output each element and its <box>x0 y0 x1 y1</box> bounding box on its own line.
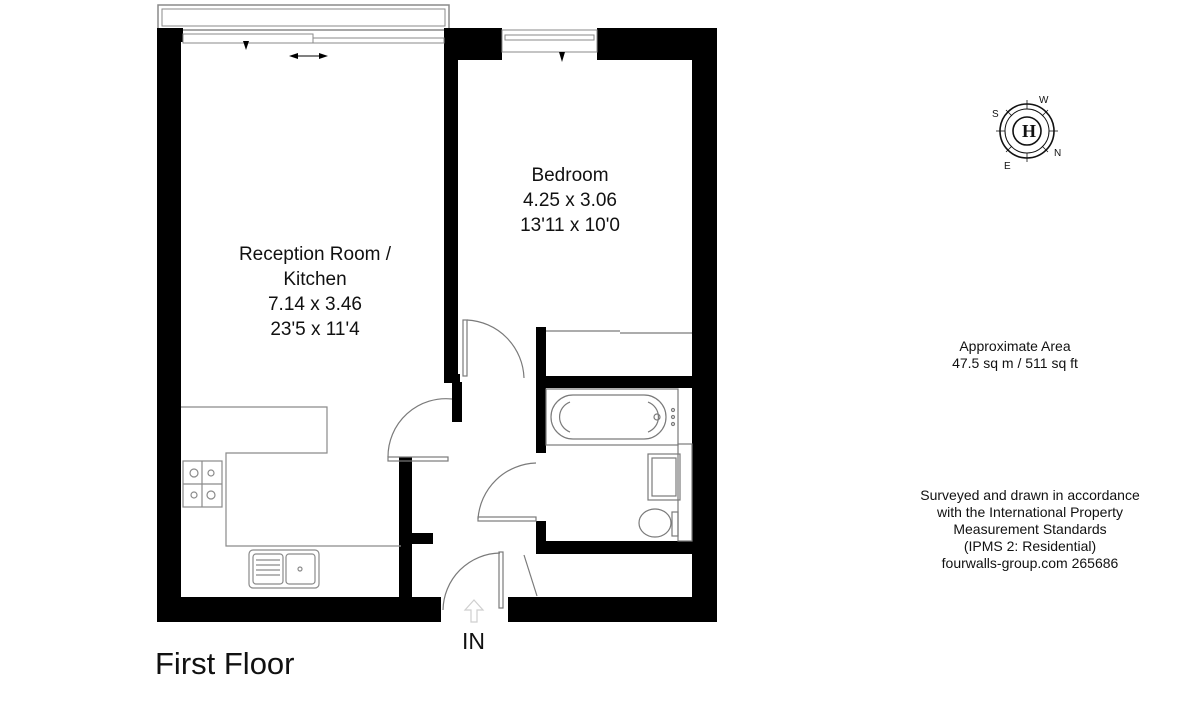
balcony-outline <box>157 4 450 31</box>
area-title: Approximate Area <box>959 338 1071 354</box>
svg-text:E: E <box>1004 161 1011 172</box>
svg-text:W: W <box>1039 95 1049 106</box>
svg-text:N: N <box>1054 148 1061 159</box>
room-name-line2: Kitchen <box>283 269 347 290</box>
bathroom-fixtures <box>545 388 693 542</box>
windows <box>182 29 598 53</box>
svg-text:S: S <box>992 109 999 120</box>
survey-note: Surveyed and drawn in accordance with th… <box>920 487 1140 571</box>
area-value: 47.5 sq m / 511 sq ft <box>952 355 1078 371</box>
entrance-label: IN <box>462 628 485 654</box>
area-summary: Approximate Area 47.5 sq m / 511 sq ft <box>920 338 1110 372</box>
room-name: Bedroom <box>531 165 609 186</box>
room-label-reception: Reception Room / Kitchen 7.14 x 3.46 23'… <box>200 242 430 342</box>
room-metric: 4.25 x 3.06 <box>522 190 618 211</box>
room-name-line1: Reception Room / <box>238 244 392 265</box>
doors <box>387 319 692 611</box>
kitchen-counter <box>181 406 401 589</box>
entrance-arrow-icon <box>463 599 485 623</box>
room-imperial: 13'11 x 10'0 <box>520 215 620 236</box>
compass-icon: H S W N E <box>992 95 1061 172</box>
walls <box>157 28 717 622</box>
floor-title: First Floor <box>155 646 295 681</box>
room-label-bedroom: Bedroom 4.25 x 3.06 13'11 x 10'0 <box>490 163 650 238</box>
sliding-door-arrow-icon <box>243 41 565 62</box>
room-imperial: 23'5 x 11'4 <box>270 319 360 340</box>
room-metric: 7.14 x 3.46 <box>267 294 363 315</box>
compass-logo: H <box>1022 121 1036 141</box>
